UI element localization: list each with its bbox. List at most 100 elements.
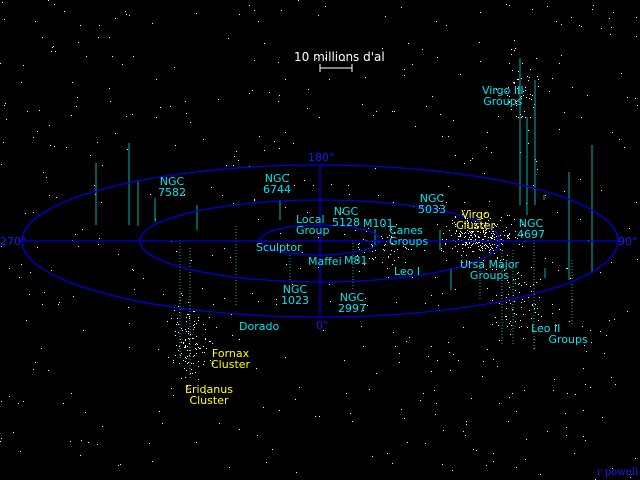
galaxy-dot: [480, 61, 481, 62]
galaxy-dot: [466, 243, 467, 244]
galaxy-dot: [517, 88, 518, 89]
galaxy-dot: [507, 215, 508, 216]
galaxy-dot: [501, 239, 502, 240]
galaxy-dot: [46, 177, 47, 178]
galaxy-dot: [304, 180, 305, 181]
galaxy-dot: [388, 257, 389, 258]
galaxy-dot: [329, 284, 330, 285]
galaxy-dot: [110, 101, 111, 102]
galaxy-dot: [614, 319, 615, 320]
galaxy-dot: [375, 168, 376, 169]
label-maffei: Maffei: [308, 255, 342, 268]
galaxy-dot: [56, 197, 57, 198]
galaxy-dot: [406, 341, 407, 342]
galaxy-dot: [359, 243, 360, 244]
galaxy-dot: [98, 244, 99, 245]
galaxy-dot: [424, 250, 425, 251]
galaxy-dot: [393, 332, 394, 333]
galaxy-dot: [552, 313, 553, 314]
galaxy-dot: [516, 103, 517, 104]
galaxy-dot: [120, 464, 121, 465]
galaxy-dot: [39, 110, 40, 111]
galaxy-dot: [495, 225, 496, 226]
galaxy-dot: [489, 250, 490, 251]
galaxy-dot: [514, 313, 515, 314]
galaxy-dot: [196, 353, 197, 354]
galaxy-dot: [511, 224, 512, 225]
galaxy-dot: [529, 77, 530, 78]
label-ursa-major-groups: Ursa Major Groups: [460, 258, 520, 282]
galaxy-dot: [173, 395, 174, 396]
galaxy-dot: [453, 354, 454, 355]
galaxy-dot: [205, 338, 206, 339]
galaxy-dot: [462, 233, 463, 234]
label-ngc5128: NGC 5128: [332, 205, 360, 229]
galaxy-dot: [471, 235, 472, 236]
galaxy-dot: [497, 245, 498, 246]
galaxy-dot: [445, 243, 446, 244]
galaxy-dot: [455, 217, 456, 218]
galaxy-dot: [358, 244, 359, 245]
galaxy-dot: [600, 331, 601, 332]
galaxy-dot: [9, 268, 10, 269]
galaxy-dot: [188, 314, 189, 315]
galaxy-dot: [446, 226, 447, 227]
galaxy-dot: [508, 294, 509, 295]
galaxy-dot: [442, 464, 443, 465]
galaxy-dot: [259, 136, 260, 137]
galaxy-dot: [511, 49, 512, 50]
galaxy-dot: [64, 11, 65, 12]
galaxy-dot: [613, 12, 614, 13]
galaxy-dot: [463, 251, 464, 252]
galaxy-dot: [233, 165, 234, 166]
galaxy-dot: [411, 249, 412, 250]
galaxy-dot: [483, 361, 484, 362]
galaxy-dot: [522, 246, 523, 247]
galaxy-dot: [452, 470, 453, 471]
galaxy-dot: [511, 109, 512, 110]
galaxy-dot: [590, 387, 591, 388]
galaxy-dot: [518, 79, 519, 80]
galaxy-dot: [516, 314, 517, 315]
galaxy-dot: [470, 235, 471, 236]
galaxy-dot: [525, 87, 526, 88]
galaxy-dot: [581, 26, 582, 27]
galaxy-dot: [387, 268, 388, 269]
galaxy-dot: [229, 467, 230, 468]
galaxy-dot: [505, 104, 506, 105]
galaxy-dot: [512, 70, 513, 71]
galaxy-dot: [518, 272, 519, 273]
galaxy-dot: [472, 244, 473, 245]
galaxy-dot: [581, 117, 582, 118]
galaxy-dot: [378, 195, 379, 196]
galaxy-dot: [394, 232, 395, 233]
galaxy-dot: [438, 305, 439, 306]
galaxy-dot: [490, 245, 491, 246]
galaxy-dot: [162, 423, 163, 424]
galaxy-dot: [484, 173, 485, 174]
galaxy-dot: [1, 438, 2, 439]
galaxy-dot: [501, 243, 502, 244]
galaxy-dot: [465, 244, 466, 245]
galaxy-dot: [389, 235, 390, 236]
galaxy-dot: [488, 247, 489, 248]
scale-label: 10 millions d'al: [294, 50, 385, 64]
galaxy-dot: [102, 426, 103, 427]
galaxy-dot: [467, 244, 468, 245]
galaxy-dot: [466, 242, 467, 243]
galaxy-dot: [629, 228, 630, 229]
galaxy-dot: [456, 230, 457, 231]
galaxy-dot: [437, 360, 438, 361]
galaxy-dot: [484, 245, 485, 246]
galaxy-dot: [441, 250, 442, 251]
galaxy-dot: [462, 248, 463, 249]
galaxy-dot: [471, 239, 472, 240]
galaxy-dot: [490, 218, 491, 219]
galaxy-dot: [307, 212, 308, 213]
galaxy-dot: [300, 268, 301, 269]
galaxy-dot: [422, 49, 423, 50]
galaxy-dot: [524, 282, 525, 283]
galaxy-dot: [486, 269, 487, 270]
galaxy-dot: [472, 251, 473, 252]
galaxy-dot: [276, 299, 277, 300]
